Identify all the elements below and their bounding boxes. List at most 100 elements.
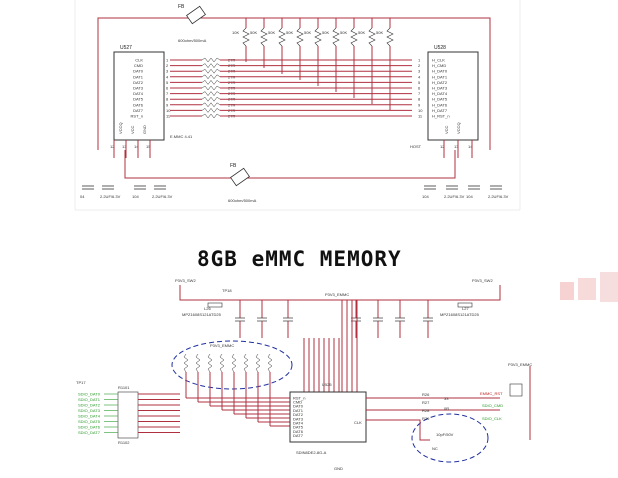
right-red-net: EMMC_RST [480, 391, 503, 396]
u528-name: HOST [410, 144, 422, 149]
pullup-resistor [278, 27, 286, 47]
right-resistor-ref: R26 [422, 392, 430, 397]
u528-body [427, 51, 479, 141]
ferrite-bottom-value: 600ohm/500mA [228, 198, 257, 203]
u527-power-number: 15 [146, 144, 151, 149]
u527-pin-number: 1 [166, 58, 169, 63]
right-resistor-ref: R28 [422, 408, 430, 413]
cap-left-value: 04 [80, 194, 85, 199]
u528-pin-label: H_DAT7 [432, 108, 448, 113]
u527-pin-number: 3 [166, 69, 169, 74]
series-resistor [201, 79, 221, 85]
u527-pin-label: RST_n [131, 114, 143, 119]
clk-highlight-ellipse [411, 413, 489, 463]
u527-pin-number: 7 [166, 91, 169, 96]
u527-pin-label: DAT1 [133, 74, 144, 79]
chip-u528: U528 HOST H_CLK1H_CMD2H_DAT03H_DAT14H_DA… [410, 45, 479, 158]
net-right-label: P3V3_SW2 [472, 278, 493, 283]
sdio-net-label: SDIO_DAT4 [78, 414, 101, 419]
cap-right-value: 2.2UF/6.3V [444, 194, 465, 199]
u527-pin-label: DAT5 [133, 97, 144, 102]
u527-power-number: 12 [110, 144, 115, 149]
right-green-cmd: SDIO_CMD [482, 403, 503, 408]
bottom-power-wire [124, 150, 456, 179]
sdio-net-label: SDIO_DAT0 [78, 392, 101, 397]
gnd-label: GND [334, 466, 343, 471]
pullup-value: 50K [250, 30, 257, 35]
right-tp-box [509, 383, 523, 397]
u528-pin-number: 5 [418, 80, 421, 85]
u527-pin-number: 4 [166, 74, 169, 79]
inductor-right-ref: L27 [462, 306, 469, 311]
cap-value-label: 10pF/50V [436, 432, 454, 437]
u525-pin-label: CMD [293, 400, 302, 405]
u527-pin-label: DAT2 [133, 80, 144, 85]
inductor-right [457, 302, 473, 308]
res-array-body [117, 391, 139, 439]
u528-pin-number: 1 [418, 58, 421, 63]
u527-pin-label: DAT4 [133, 91, 144, 96]
rail-left [179, 285, 300, 301]
u527-pin-number: 5 [166, 80, 169, 85]
u528-pin-label: H_CMD [432, 63, 446, 68]
u527-power-pin: VCCQ [118, 122, 123, 134]
tp-left-label: TP18 [222, 288, 232, 293]
tp-bl-label: TP17 [76, 380, 86, 385]
u525-body [289, 391, 367, 443]
pullup-resistor [314, 27, 322, 47]
inductor-left-part: MPZ1608S121ATD25 [182, 312, 222, 317]
cap-right-value: 104 [466, 194, 473, 199]
pullup-value: 50K [268, 30, 275, 35]
lower-capacitors [235, 300, 433, 338]
u528-pin-number: 6 [418, 86, 421, 91]
right-resistor-value: 0R [444, 406, 449, 411]
u527-power-number: 14 [134, 144, 139, 149]
u528-power-pin: VCCQ [456, 122, 461, 134]
sdio-net-label: SDIO_DAT3 [78, 408, 101, 413]
lower-pullup-resistor [255, 353, 261, 373]
u527-ref: U527 [120, 45, 132, 51]
u525-pin-label: DAT5 [293, 425, 304, 430]
right-net-label: P3V3_EMMC [508, 362, 532, 367]
upper-grid [74, 0, 521, 211]
u525-pin-label: DAT6 [293, 429, 304, 434]
u527-power-number: 13 [122, 144, 127, 149]
u528-power-number: 13 [454, 144, 459, 149]
ferrite-top-ref: FB [178, 4, 185, 10]
right-resistor-value: 33 [444, 396, 449, 401]
u528-pin-label: H_CLK [432, 58, 445, 63]
u527-pin-label: DAT6 [133, 102, 144, 107]
u528-ref: U528 [434, 45, 446, 51]
pullup-resistor [350, 27, 358, 47]
series-resistor [201, 113, 221, 119]
inductor-left-ref: L26 [204, 306, 211, 311]
cap-left-value: 2.2UF/6.3V [100, 194, 121, 199]
u528-pin-label: H_DAT6 [432, 102, 448, 107]
lower-pullup-resistor [267, 353, 273, 373]
u527-pin-label: CMD [134, 63, 143, 68]
lower-pullup-resistor [195, 353, 201, 373]
lower-pullup-resistor [207, 353, 213, 373]
u527-body [113, 51, 165, 141]
u528-pin-number: 11 [418, 114, 423, 119]
u525-clk: CLK [354, 420, 362, 425]
pack-label: P3V3_EMMC [210, 343, 234, 348]
pullup-value: 50K [322, 30, 329, 35]
u528-pin-label: H_DAT2 [432, 80, 448, 85]
series-resistor [201, 96, 221, 102]
vertical-bus-lines [303, 300, 358, 392]
u528-pin-label: H_DAT4 [432, 91, 448, 96]
ferrite-bottom-ref: FB [230, 163, 237, 169]
u525-pin-label: DAT4 [293, 421, 304, 426]
u527-pin-label: DAT7 [133, 108, 144, 113]
u528-pin-number: 4 [418, 74, 421, 79]
series-resistor [201, 63, 221, 69]
sdio-net-label: SDIO_DAT2 [78, 403, 101, 408]
